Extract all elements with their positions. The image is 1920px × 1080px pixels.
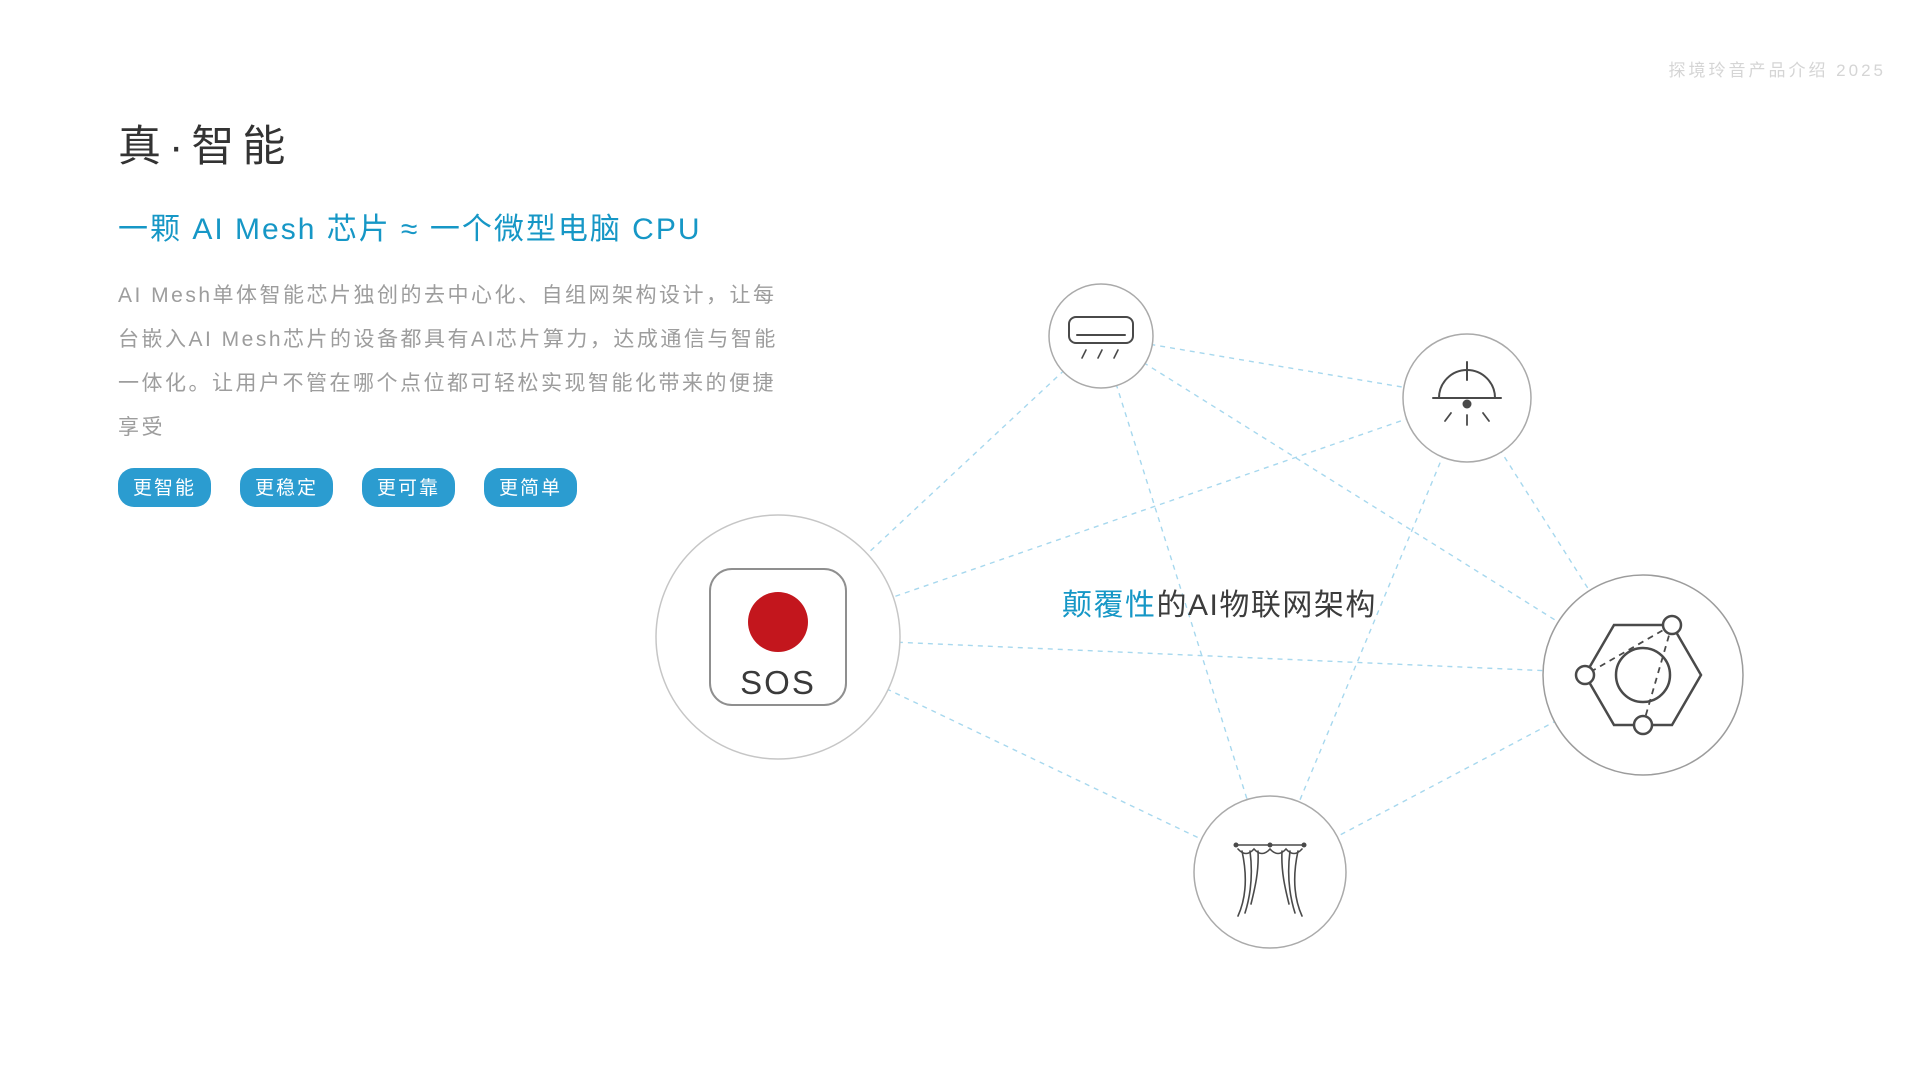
sos-label: SOS	[740, 664, 816, 701]
feature-badge: 更智能	[118, 468, 212, 507]
page-title: 真·智能	[118, 123, 294, 171]
sos-button-icon: SOS	[709, 568, 847, 706]
node-curtain	[1193, 795, 1347, 949]
feature-badge: 更简单	[484, 468, 578, 507]
feature-badges: 更智能 更稳定 更可靠 更简单	[118, 468, 818, 507]
description-paragraph: AI Mesh单体智能芯片独创的去中心化、自组网架构设计，让每台嵌入AI Mes…	[118, 284, 778, 439]
air-conditioner-icon	[1068, 316, 1134, 359]
sos-red-dot	[748, 592, 808, 652]
text-column: 真·智能 一颗 AI Mesh 芯片 ≈ 一个微型电脑 CPU AI Mesh单…	[118, 112, 818, 507]
node-air-conditioner	[1048, 283, 1154, 389]
slide-subtitle: 一颗 AI Mesh 芯片 ≈ 一个微型电脑 CPU	[118, 213, 702, 246]
diagram-caption: 颠覆性的AI物联网架构	[1062, 580, 1377, 624]
slide-header-meta: 探境玲音产品介绍 2025	[1668, 61, 1886, 80]
node-ceiling-lamp	[1402, 333, 1532, 463]
ceiling-lamp-icon	[1432, 361, 1502, 426]
caption-highlight: 颠覆性	[1062, 589, 1157, 622]
caption-rest: 的AI物联网架构	[1156, 589, 1377, 622]
mesh-network-icon	[1574, 614, 1703, 736]
node-sos-button: SOS	[655, 514, 901, 760]
feature-badge: 更稳定	[240, 468, 334, 507]
node-mesh-chip	[1542, 574, 1744, 776]
curtain-icon	[1233, 842, 1307, 917]
feature-badge: 更可靠	[362, 468, 456, 507]
